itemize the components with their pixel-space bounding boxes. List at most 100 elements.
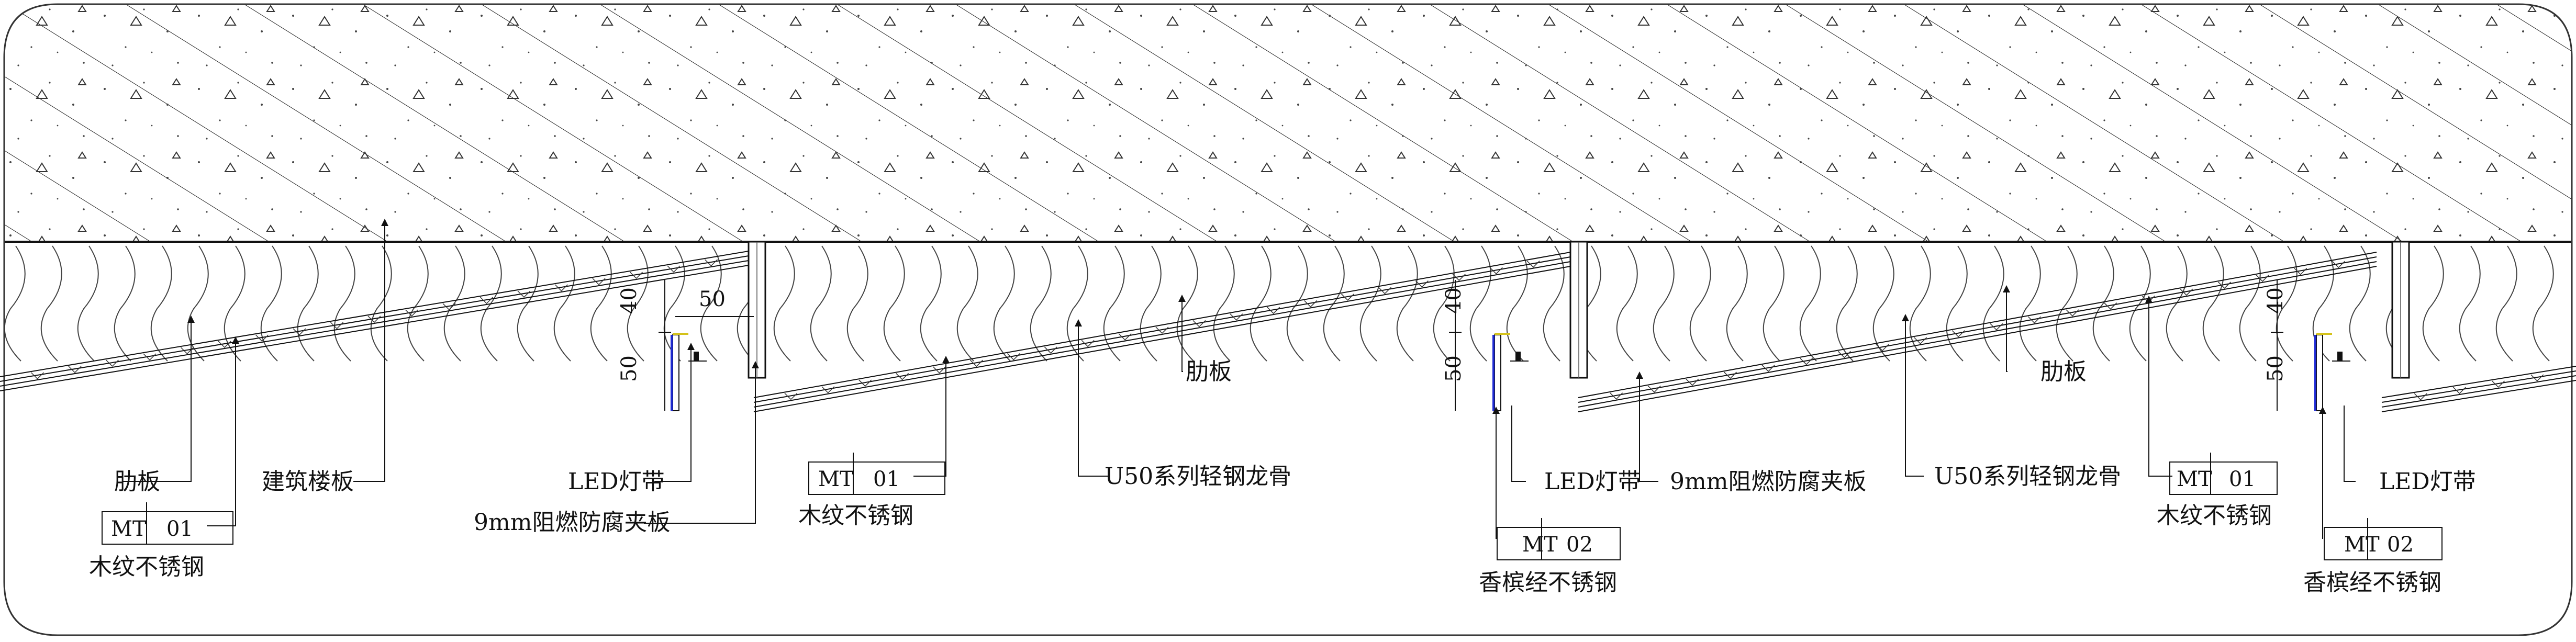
plywood-grain-mark <box>784 392 798 400</box>
grain-wave <box>2495 245 2517 362</box>
plywood-grain-mark <box>1647 385 1661 393</box>
plywood-grain-mark <box>896 373 909 380</box>
grain-wave <box>1689 245 1711 362</box>
grain-wave <box>1213 245 1235 362</box>
grain-wave <box>1323 245 1345 362</box>
led-clip <box>1515 352 1521 361</box>
grain-wave <box>1726 245 1748 362</box>
plywood-grain-mark <box>1007 353 1020 361</box>
label-keel-1: U50系列轻钢龙骨 <box>1105 463 1291 490</box>
plywood-grain-mark <box>1378 287 1391 295</box>
plywood-grain-mark <box>1044 346 1057 354</box>
plywood-layer-line <box>0 260 749 387</box>
grain-wave <box>77 245 99 362</box>
grain-wave <box>2422 245 2444 362</box>
grain-wave <box>1909 245 1931 362</box>
grain-wave <box>2019 245 2041 362</box>
tag-name: 香槟经不锈钢 <box>1479 569 1617 596</box>
label-rib-3: 肋板 <box>2040 358 2087 385</box>
grain-wave <box>627 245 649 362</box>
plywood-grain-mark <box>1951 330 1965 337</box>
tag-number: 01 <box>166 517 193 541</box>
grain-wave <box>1140 245 1162 362</box>
plywood-grain-mark <box>105 359 119 367</box>
grain-wave <box>260 245 282 362</box>
grain-wave <box>1433 245 1455 362</box>
plywood-grain-mark <box>1304 300 1318 308</box>
grain-wave <box>1066 245 1088 362</box>
grain-wave <box>883 245 905 362</box>
grain-wave <box>846 245 868 362</box>
plywood-grain-mark <box>2027 316 2041 324</box>
label-keel-2: U50系列轻钢龙骨 <box>1934 463 2121 490</box>
dim-offset-2: 40 <box>1442 287 1466 314</box>
plywood-grain-mark <box>629 272 643 279</box>
grain-wave <box>1763 245 1785 362</box>
plywood-grain-mark <box>2332 261 2345 268</box>
grain-wave <box>1359 245 1381 362</box>
plywood-grain-mark <box>2492 380 2505 388</box>
leader-arrows <box>187 219 2326 414</box>
rib-board-grain <box>4 245 2554 362</box>
plywood-grain-mark <box>68 366 82 374</box>
grain-wave <box>4 245 26 362</box>
plywood-grain-mark <box>933 366 946 374</box>
plywood-grain-mark <box>143 353 157 361</box>
plywood-grain-mark <box>293 328 306 336</box>
plywood-grain-mark <box>1081 340 1095 347</box>
grain-wave <box>2056 245 2078 362</box>
grain-wave <box>1396 245 1418 362</box>
plywood-grain-mark <box>592 278 606 286</box>
material-tag-mt02-a: MT 02 香槟经不锈钢 <box>1479 518 1621 596</box>
grain-wave <box>1543 245 1565 362</box>
plywood-layer-line <box>1578 266 2377 412</box>
plywood-grain-mark <box>2256 275 2269 282</box>
plywood-grain-mark <box>1230 313 1243 321</box>
grain-wave <box>2239 245 2261 362</box>
plywood-grain-mark <box>1341 294 1355 301</box>
plywood-grain-mark <box>1686 378 1699 386</box>
label-led-2: LED灯带 <box>1544 468 1641 495</box>
plywood-grain-mark <box>1723 371 1737 379</box>
plywood-grain-mark <box>367 316 381 323</box>
dim-width-1: 50 <box>699 287 726 311</box>
plywood-layer-line <box>753 266 1571 412</box>
grain-wave <box>1176 245 1198 362</box>
tag-number: 01 <box>873 467 900 491</box>
dimension-lines <box>659 280 2283 411</box>
plywood-grain-mark <box>517 290 531 298</box>
plywood-grain-mark <box>554 284 568 292</box>
grain-wave <box>2532 245 2554 362</box>
plywood-grain-mark <box>2217 281 2232 289</box>
slab-speckle <box>4 4 2572 242</box>
material-tag-mt01-c: MT 01 木纹不锈钢 <box>2157 453 2278 529</box>
plywood-grain-mark <box>2414 393 2427 401</box>
plywood-layer-line <box>753 252 1571 398</box>
tag-name: 木纹不锈钢 <box>2157 502 2272 529</box>
grain-wave <box>224 245 246 362</box>
tag-number: 01 <box>2229 467 2256 491</box>
grain-wave <box>920 245 942 362</box>
grain-wave <box>1469 245 1491 362</box>
plywood-grain-mark <box>2180 288 2193 296</box>
grain-wave <box>370 245 392 362</box>
plywood-layer-line <box>0 251 749 377</box>
plywood-layer-line <box>1578 252 2377 398</box>
label-rib-1: 肋板 <box>114 468 160 495</box>
grain-wave <box>1030 245 1052 362</box>
plywood-grain-mark <box>1452 274 1466 281</box>
plywood-layer-line <box>1578 261 2377 408</box>
label-led-1: LED灯带 <box>568 468 665 495</box>
plywood-grain-mark <box>1914 337 1927 344</box>
dim-height-2: 50 <box>1442 355 1466 382</box>
label-led-3: LED灯带 <box>2379 468 2476 495</box>
grain-wave <box>1653 245 1675 362</box>
plywood-grain-mark <box>2530 374 2544 382</box>
tag-code: MT <box>818 467 854 491</box>
plywood-grain-mark <box>667 265 681 273</box>
tag-code: MT <box>1522 533 1558 557</box>
plywood-grain-mark <box>405 309 419 317</box>
plywood-grain-mark <box>1267 307 1280 314</box>
led-channel <box>2316 334 2323 411</box>
